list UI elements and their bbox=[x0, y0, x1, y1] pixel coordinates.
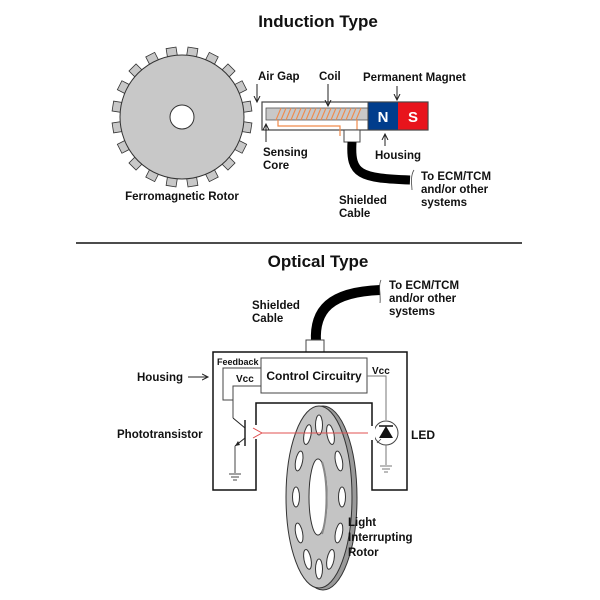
rotor-slot bbox=[303, 424, 312, 445]
cable-label-1: Shielded bbox=[339, 195, 387, 207]
coil-turn bbox=[275, 107, 282, 121]
phototransistor-label: Phototransistor bbox=[117, 429, 203, 441]
coil-turn bbox=[280, 107, 287, 121]
rotor-slot bbox=[315, 414, 323, 436]
coil-winding bbox=[275, 107, 362, 121]
rotor-slot bbox=[338, 486, 346, 508]
destination-label-3: systems bbox=[421, 197, 467, 209]
north-pole-label: N bbox=[378, 109, 389, 126]
vcc-right-wire bbox=[367, 375, 387, 420]
housing-label: Housing bbox=[375, 150, 421, 162]
rotor-slot bbox=[292, 486, 300, 508]
control-circuitry-box bbox=[260, 357, 368, 394]
led-label: LED bbox=[411, 428, 435, 442]
optical-shielded-cable bbox=[310, 285, 381, 343]
coil-turn bbox=[300, 107, 307, 121]
rotor-slot bbox=[326, 424, 335, 445]
rotor-label-3: Rotor bbox=[348, 547, 379, 559]
coil-turn bbox=[325, 107, 332, 121]
light-interrupting-rotor bbox=[285, 405, 358, 591]
coil-turn bbox=[340, 107, 347, 121]
coil-label: Coil bbox=[319, 71, 341, 83]
ground-icon-right bbox=[380, 465, 392, 473]
rotor-label-2: Interrupting bbox=[348, 532, 413, 544]
shielded-cable bbox=[347, 141, 411, 185]
destination-label-2: and/or other bbox=[421, 184, 489, 196]
coil-turn bbox=[330, 107, 337, 121]
sensing-core-label-1: Sensing bbox=[263, 147, 308, 159]
coil-turn bbox=[295, 107, 302, 121]
coil-turn bbox=[315, 107, 322, 121]
optical-cable-label-2: Cable bbox=[252, 313, 283, 325]
rotor-hub bbox=[169, 104, 195, 130]
cable-connector bbox=[343, 129, 361, 143]
rotor-slot bbox=[294, 450, 304, 472]
rotor-slot bbox=[294, 522, 304, 544]
sensing-core-label-2: Core bbox=[263, 160, 289, 172]
coil-turn bbox=[310, 107, 317, 121]
cable-label-2: Cable bbox=[339, 208, 370, 220]
coil-turn bbox=[350, 107, 357, 121]
coil-turn bbox=[285, 107, 292, 121]
optical-destination-label-2: and/or other bbox=[389, 293, 457, 305]
south-pole-label: S bbox=[408, 109, 418, 126]
optical-cable-connector bbox=[305, 339, 325, 353]
rotor-slots bbox=[292, 414, 346, 580]
coil-turn bbox=[345, 107, 352, 121]
optical-destination-label-1: To ECM/TCM bbox=[389, 280, 459, 292]
ground-icon-left bbox=[229, 473, 241, 481]
permanent-magnet-label: Permanent Magnet bbox=[363, 72, 466, 84]
vcc-left-label: Vcc bbox=[236, 374, 254, 385]
led-window bbox=[370, 426, 375, 440]
rotor-slot bbox=[326, 549, 335, 570]
rotor-label-1: Light bbox=[348, 517, 376, 529]
feedback-wire bbox=[222, 367, 261, 401]
phototransistor-collector bbox=[232, 417, 246, 429]
magnet-north bbox=[368, 102, 398, 130]
control-circuitry-label: Control Circuitry bbox=[266, 369, 362, 383]
rotor-label: Ferromagnetic Rotor bbox=[125, 191, 239, 203]
vcc-right-label: Vcc bbox=[372, 366, 390, 377]
destination-label-1: To ECM/TCM bbox=[421, 171, 491, 183]
rotor-slot bbox=[334, 450, 344, 472]
rotor-slot bbox=[334, 522, 344, 544]
coil-turn bbox=[355, 107, 362, 121]
vcc-left-wire bbox=[232, 385, 261, 418]
coil-turn bbox=[305, 107, 312, 121]
optical-destination-label-3: systems bbox=[389, 306, 435, 318]
magnet-south bbox=[398, 102, 428, 130]
induction-title: Induction Type bbox=[258, 12, 378, 31]
optical-title: Optical Type bbox=[268, 252, 369, 271]
rotor-slot bbox=[315, 558, 323, 580]
optical-cable-label-1: Shielded bbox=[252, 300, 300, 312]
optical-housing-label: Housing bbox=[137, 372, 183, 384]
coil-lead-1 bbox=[277, 120, 341, 136]
air-gap-label: Air Gap bbox=[258, 71, 300, 83]
rotor-slot bbox=[303, 549, 312, 570]
feedback-label: Feedback bbox=[217, 357, 260, 367]
coil-turn bbox=[290, 107, 297, 121]
coil-turn bbox=[335, 107, 342, 121]
phototransistor-window bbox=[254, 425, 259, 439]
coil-turn bbox=[320, 107, 327, 121]
